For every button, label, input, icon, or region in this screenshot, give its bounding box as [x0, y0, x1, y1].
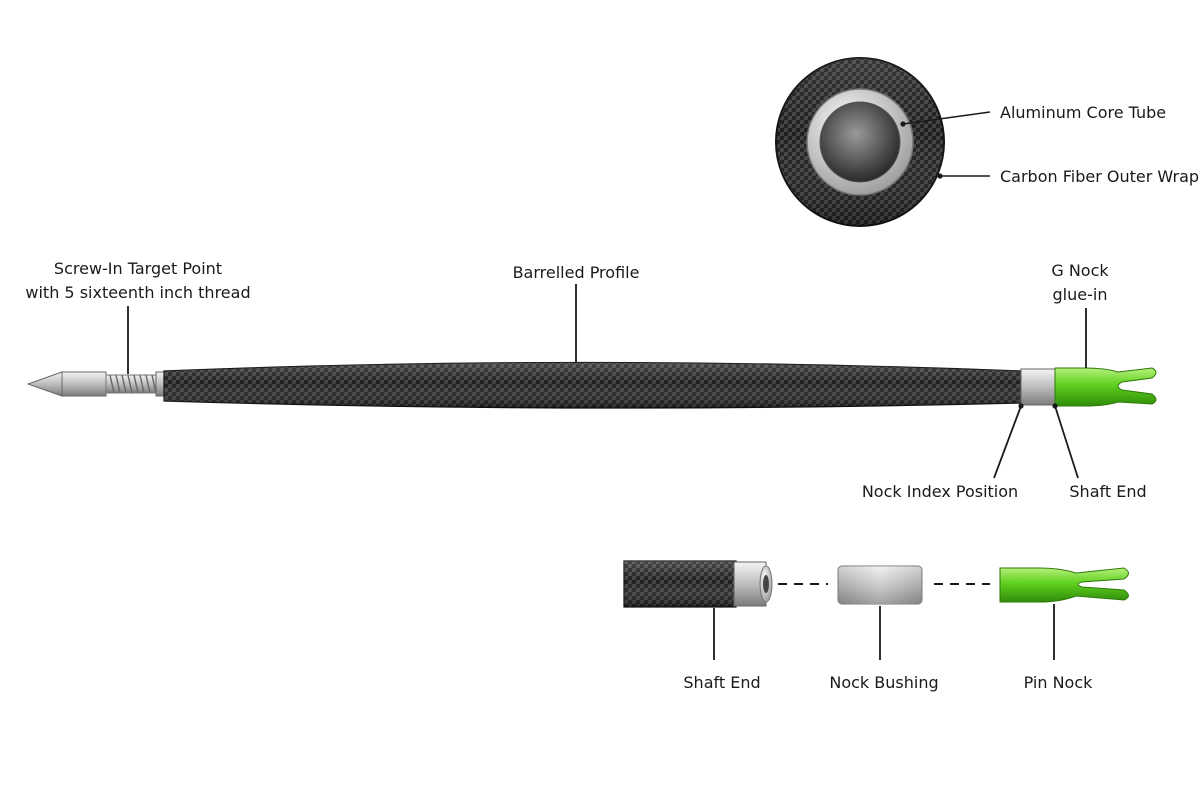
outer-wrap-label: Carbon Fiber Outer Wrap	[1000, 167, 1199, 186]
exploded-shaft-end-label: Shaft End	[683, 673, 760, 692]
barrelled-label: Barrelled Profile	[513, 263, 640, 282]
point-label-line1: Screw-In Target Point	[54, 259, 222, 278]
gnock-label-line1: G Nock	[1051, 261, 1109, 280]
bushing-label: Nock Bushing	[829, 673, 938, 692]
shaft-end-label: Shaft End	[1069, 482, 1146, 501]
nock-index-label: Nock Index Position	[862, 482, 1018, 501]
pin-nock-icon	[999, 567, 1129, 603]
pin-nock-label: Pin Nock	[1024, 673, 1094, 692]
target-point-tip	[26, 371, 63, 397]
main-arrow	[26, 361, 1157, 409]
gnock-label-line2: glue-in	[1053, 285, 1108, 304]
core-bore	[819, 101, 901, 183]
nock-bushing-installed	[1020, 368, 1056, 406]
cross-section: Aluminum Core Tube Carbon Fiber Outer Wr…	[775, 57, 1199, 227]
core-tube-leader	[902, 111, 991, 125]
nock-index-leader	[993, 405, 1022, 479]
point-label-line2: with 5 sixteenth inch thread	[25, 283, 250, 302]
thread-icon	[105, 374, 163, 394]
shaft-end-leader	[1054, 405, 1079, 479]
g-nock-icon	[1054, 367, 1157, 407]
target-point-body	[61, 371, 107, 397]
core-tube-label: Aluminum Core Tube	[1000, 103, 1166, 122]
exploded-view	[623, 560, 1129, 608]
